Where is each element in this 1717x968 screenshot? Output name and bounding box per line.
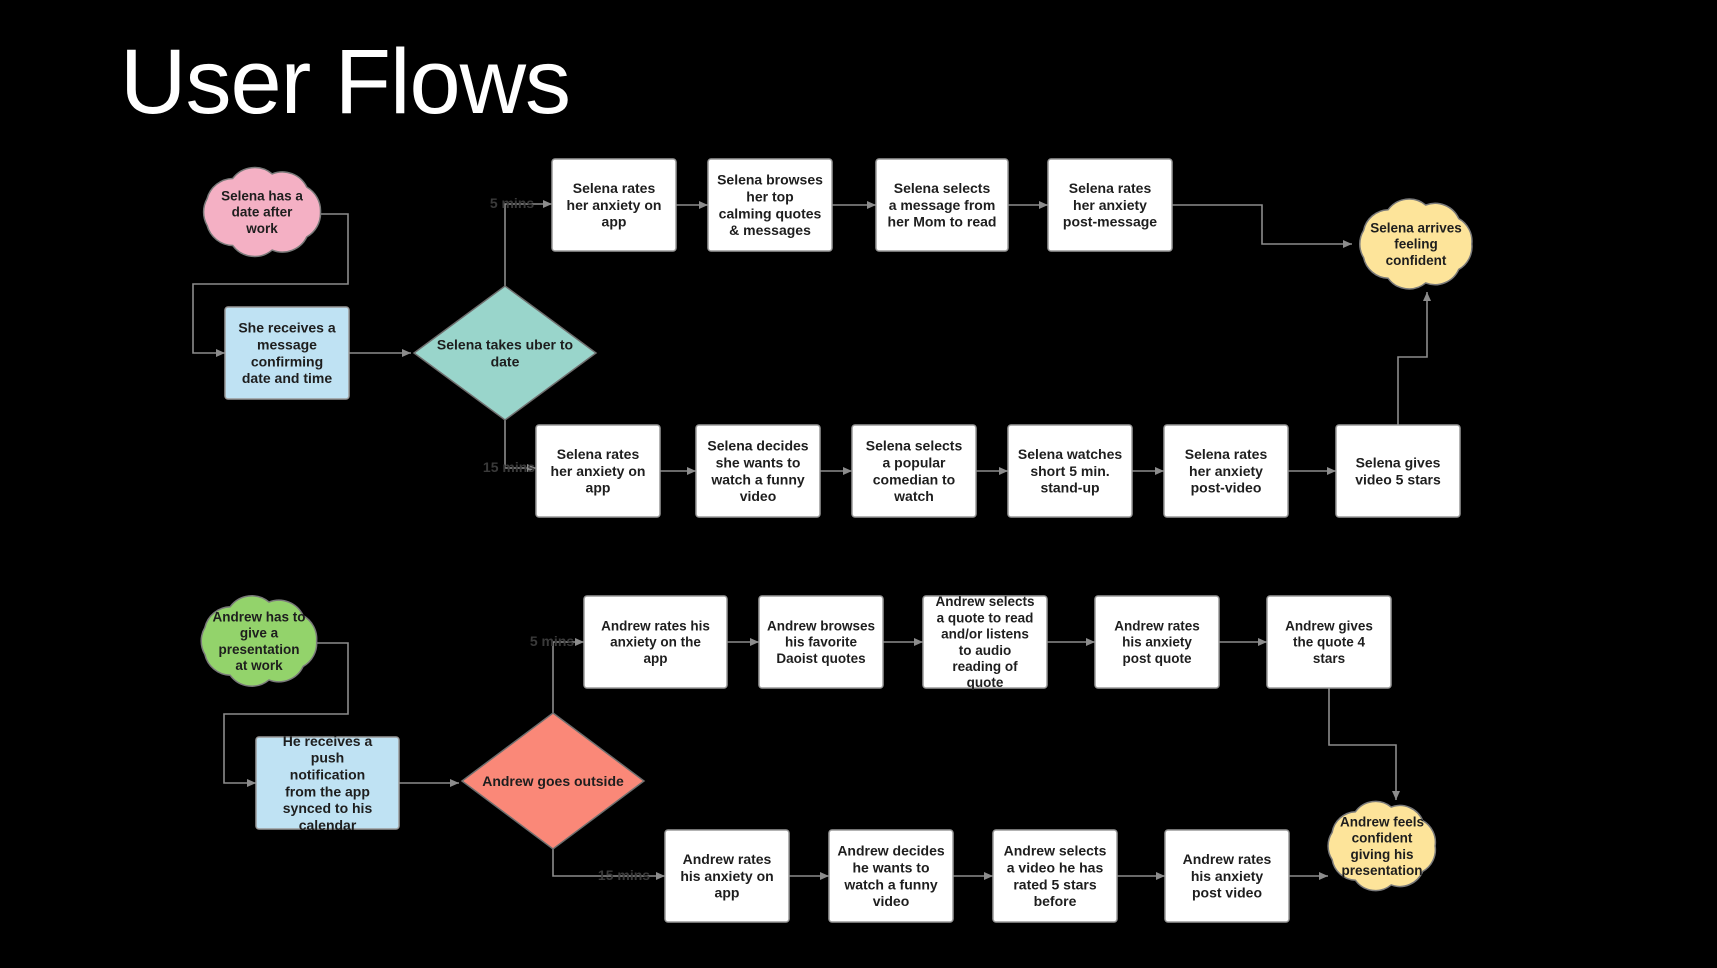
andrew-decision-shape: [460, 712, 646, 850]
andrew-start-cloud-shape: [200, 595, 318, 687]
selena-15min-step-2-shape: [695, 424, 821, 518]
andrew-15min-step-2-shape: [828, 829, 954, 923]
selena-branch-15: [504, 420, 536, 472]
selena-decision-shape: [412, 285, 598, 421]
selena-5min-step-3-shape: [875, 158, 1009, 252]
selena-15min-step-5-shape: [1163, 424, 1289, 518]
andrew-message-box-shape: [255, 736, 400, 830]
selena-branch-15-label: 15 mins: [483, 459, 535, 475]
andrew-decision: Andrew goes outside: [460, 712, 646, 850]
andrew-5min-step-3-shape: [922, 595, 1048, 689]
selena-5min-step-4-shape: [1047, 158, 1173, 252]
andrew-branch-15: [552, 849, 665, 880]
selena-5min-step-2-shape: [707, 158, 833, 252]
selena-15min-to-end: [1397, 292, 1431, 425]
andrew-15min-step-4-shape: [1164, 829, 1290, 923]
andrew-5min-step-4-shape: [1094, 595, 1220, 689]
andrew-15min-step-1-shape: [664, 829, 790, 923]
selena-start-cloud-shape: [202, 166, 322, 258]
andrew-5min-step-2-shape: [758, 595, 884, 689]
selena-15min-step-1-shape: [535, 424, 661, 518]
andrew-branch-5-label: 5 mins: [530, 633, 575, 649]
andrew-branch-15-label: 15 mins: [598, 867, 650, 883]
andrew-5min-step-1-shape: [583, 595, 728, 689]
selena-15min-step-3-shape: [851, 424, 977, 518]
andrew-branch-5: [552, 638, 584, 713]
andrew-decision-label: Andrew goes outside: [482, 773, 624, 789]
selena-15min-step-4-shape: [1007, 424, 1133, 518]
andrew-start-to-message: [223, 642, 349, 787]
slide-title: User Flows: [120, 31, 571, 133]
selena-start-to-message: [192, 213, 349, 357]
andrew-15min-step-3-shape: [992, 829, 1118, 923]
selena-message-box-shape: [224, 306, 350, 400]
andrew-end-cloud-shape: [1327, 800, 1437, 892]
andrew-5min-to-end: [1328, 688, 1400, 800]
selena-15min-step-6-shape: [1335, 424, 1461, 518]
selena-5min-to-end: [1172, 204, 1352, 248]
andrew-5min-step-5-shape: [1266, 595, 1392, 689]
selena-end-cloud-shape: [1359, 198, 1473, 290]
selena-branch-5-label: 5 mins: [490, 195, 535, 211]
selena-branch-5: [504, 200, 552, 286]
selena-5min-step-1-shape: [551, 158, 677, 252]
